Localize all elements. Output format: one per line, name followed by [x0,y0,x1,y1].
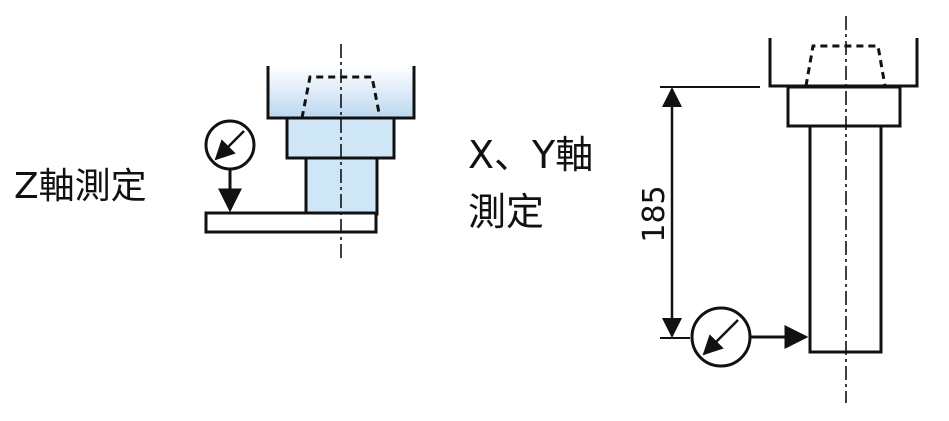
z-reference-plate [204,211,378,234]
xy-tool-collar [786,85,902,128]
dial-gauge-icon [690,306,752,368]
z-measurement-group: Z軸測定 [14,44,416,262]
xy-spindle-holder [768,38,919,88]
z-axis-label: Z軸測定 [14,166,147,207]
xy-measurement-group: 185 X、Y軸 測定 [468,16,919,403]
xy-axis-label-line1: X、Y軸 [468,133,593,177]
xy-axis-label-line2: 測定 [468,190,544,234]
dimension-value: 185 [637,185,672,242]
dial-gauge-icon [204,119,256,171]
